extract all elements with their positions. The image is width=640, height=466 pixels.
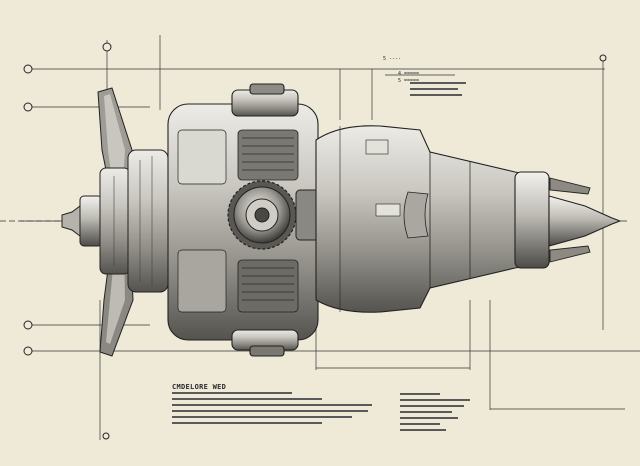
notes-block-top-right <box>410 82 466 96</box>
notes-block-lower-right <box>400 393 470 431</box>
callout-label-b: 5 ===== <box>398 78 420 84</box>
spinner <box>61 149 169 293</box>
central-gear <box>227 180 327 250</box>
drawing-title: CMDELORE WED <box>172 383 227 391</box>
notes-block-lower-left <box>172 392 372 424</box>
fuselage <box>315 125 622 313</box>
dimension-markers <box>23 42 607 440</box>
callout-label-top: 5 ---- <box>383 56 402 62</box>
callout-label-a: 4 ===== <box>398 71 420 77</box>
